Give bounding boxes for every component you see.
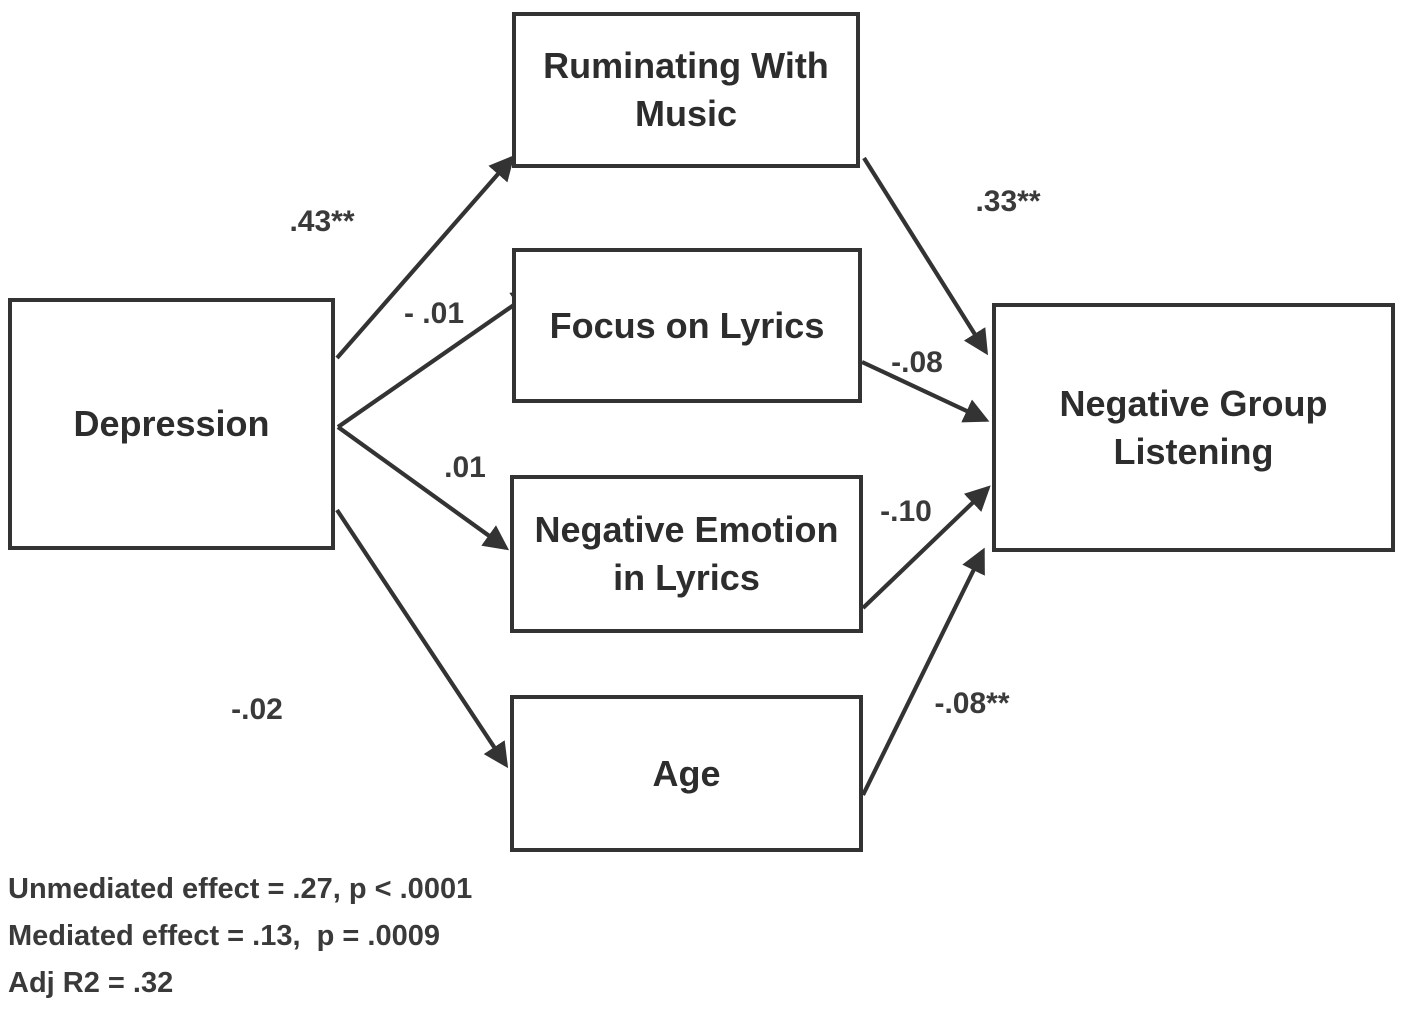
arrow-depression-to-focus <box>336 288 538 429</box>
node-depression-label: Depression <box>73 403 270 445</box>
arrow-depression-to-negative-emotion <box>336 425 510 551</box>
model-statistics-caption: Unmediated effect = .27, p < .0001 Media… <box>8 866 472 1007</box>
node-ruminating-with-music-label: Ruminating With Music <box>543 45 829 134</box>
node-depression: Depression <box>8 298 335 550</box>
unmediated-effect-text: Unmediated effect = .27, p < .0001 <box>8 873 473 905</box>
coefficient-depression-focus: - .01 <box>403 297 465 330</box>
node-focus-on-lyrics-label: Focus on Lyrics <box>549 304 825 346</box>
arrow-age-to-ngl <box>861 547 985 796</box>
adjusted-r2-text: Adj R2 = .32 <box>8 967 174 999</box>
node-negative-group-listening-label: Negative Group Listening <box>1059 382 1328 472</box>
node-age-label: Age <box>652 752 721 794</box>
coefficient-ruminating-ngl: .33** <box>975 185 1041 218</box>
arrow-depression-to-ruminating <box>335 155 515 360</box>
coefficient-depression-negative-emotion: .01 <box>444 451 486 484</box>
coefficient-age-ngl: -.08** <box>934 687 1010 720</box>
node-negative-group-listening: Negative Group Listening <box>992 303 1395 552</box>
coefficient-depression-age: -.02 <box>231 693 283 726</box>
arrow-focus-to-ngl <box>861 360 990 423</box>
arrow-depression-to-age <box>335 508 509 769</box>
mediated-effect-text: Mediated effect = .13, p = .0009 <box>8 920 440 952</box>
arrow-ruminating-to-ngl <box>862 156 989 356</box>
coefficient-focus-ngl: -.08 <box>891 346 943 379</box>
arrow-negative-emotion-to-ngl <box>861 485 991 610</box>
node-negative-emotion-in-lyrics: Negative Emotion in Lyrics <box>510 475 863 633</box>
node-negative-emotion-in-lyrics-label: Negative Emotion in Lyrics <box>534 509 839 598</box>
node-focus-on-lyrics: Focus on Lyrics <box>512 248 862 403</box>
node-age: Age <box>510 695 863 852</box>
node-ruminating-with-music: Ruminating With Music <box>512 12 860 168</box>
coefficient-depression-ruminating: .43** <box>289 205 355 238</box>
coefficient-negative-emotion-ngl: -.10 <box>880 495 932 528</box>
